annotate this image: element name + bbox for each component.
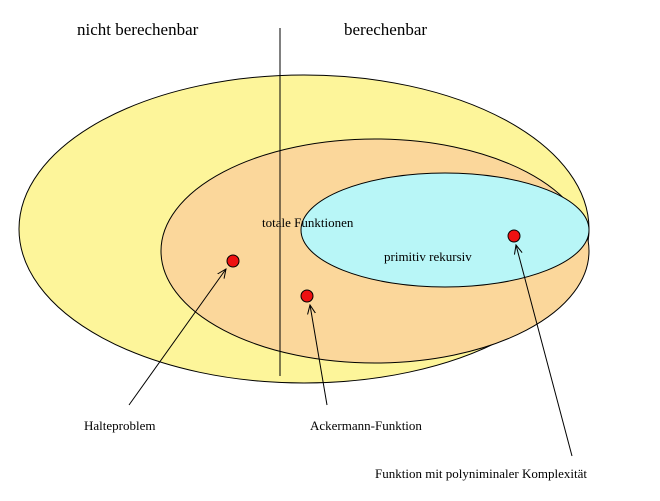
point-polynomial bbox=[507, 229, 521, 243]
label-not-computable: nicht berechenbar bbox=[77, 20, 199, 39]
point-ackermann bbox=[300, 289, 314, 303]
label-halting-problem: Halteproblem bbox=[84, 418, 155, 433]
label-ackermann: Ackermann-Funktion bbox=[310, 418, 422, 433]
label-primitive-recursive: primitiv rekursiv bbox=[384, 249, 472, 264]
arrow-polynomial bbox=[516, 245, 573, 457]
point-halting-problem bbox=[226, 254, 240, 268]
label-total-functions: totale Funktionen bbox=[262, 215, 354, 230]
primitive-recursive-set bbox=[300, 172, 590, 288]
label-computable: berechenbar bbox=[344, 20, 427, 39]
label-polynomial: Funktion mit polyniminaler Komplexität bbox=[375, 466, 587, 481]
arrow-ackermann bbox=[310, 305, 328, 406]
arrow-halting-problem bbox=[128, 269, 226, 406]
